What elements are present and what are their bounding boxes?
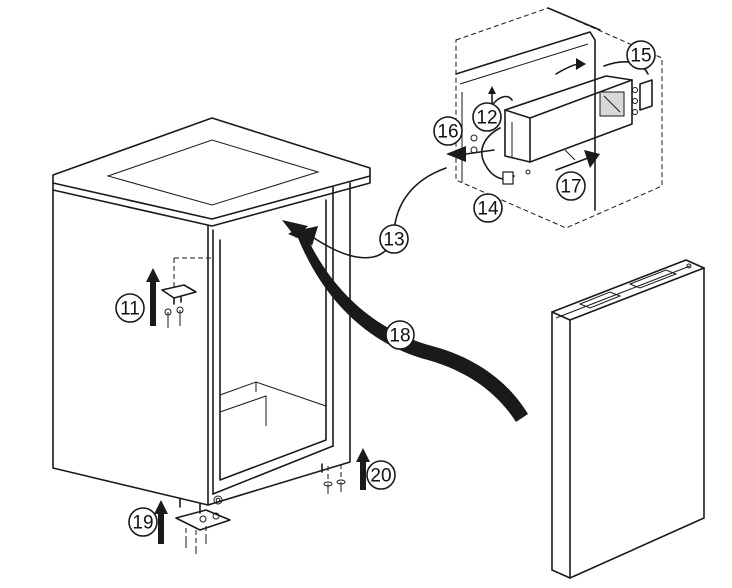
callout-16: 16 [433, 116, 463, 146]
callout-17: 17 [556, 171, 586, 201]
fridge-door [551, 259, 705, 579]
fridge-cabinet [52, 117, 371, 554]
callout-14: 14 [473, 193, 503, 223]
svg-text:18: 18 [389, 326, 410, 347]
svg-text:11: 11 [120, 299, 140, 320]
callout-12: 12 [472, 102, 502, 132]
svg-text:16: 16 [437, 122, 458, 143]
svg-text:13: 13 [383, 230, 404, 251]
control-panel-inset [446, 7, 663, 229]
svg-text:20: 20 [370, 466, 391, 487]
svg-text:19: 19 [132, 513, 153, 534]
callout-11: 11 [115, 293, 145, 323]
callout-13: 13 [379, 224, 409, 254]
callout-20: 20 [366, 460, 396, 490]
svg-text:14: 14 [477, 199, 499, 220]
svg-text:12: 12 [476, 108, 497, 129]
svg-text:17: 17 [560, 177, 581, 198]
callout-15: 15 [626, 40, 656, 70]
callout-19: 19 [128, 507, 158, 537]
svg-text:15: 15 [630, 46, 651, 67]
callout-18: 18 [385, 320, 415, 350]
